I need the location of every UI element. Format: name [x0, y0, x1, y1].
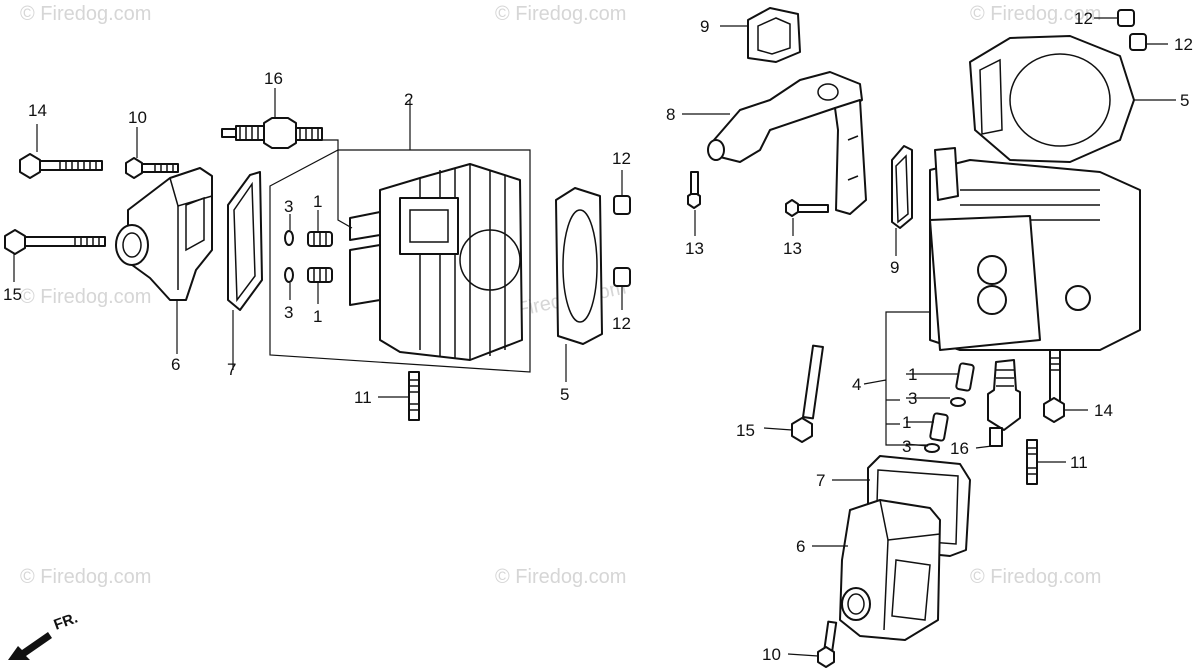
bolt-14-left-icon [19, 153, 103, 179]
callout-14: 14 [28, 101, 47, 120]
callout-13: 13 [783, 239, 802, 258]
callout-3: 3 [284, 197, 293, 216]
callout-16: 16 [950, 439, 969, 458]
callout-5: 5 [560, 385, 569, 404]
callout-9: 9 [890, 258, 899, 277]
front-label: FR. [52, 610, 81, 634]
cylinder-head-right-icon [929, 147, 1141, 351]
callout-12: 12 [1074, 9, 1093, 28]
callout-1: 1 [908, 365, 917, 384]
callout-1: 1 [313, 192, 322, 211]
callout-5: 5 [1180, 91, 1189, 110]
dowel-pins-left [284, 230, 333, 283]
head-cover-6-left-icon [115, 167, 213, 301]
watermark-text: © Firedog.com [20, 286, 151, 308]
callout-6: 6 [171, 355, 180, 374]
watermark-text: © Firedog.com [495, 566, 626, 588]
callout-12: 12 [1174, 35, 1193, 54]
callout-13: 13 [685, 239, 704, 258]
watermark-text: © Firedog.com [970, 566, 1101, 588]
bolt-10-right-icon [817, 620, 838, 668]
watermark-text: © Firedog.com [20, 3, 151, 25]
callout-7: 7 [816, 471, 825, 490]
callout-10: 10 [762, 645, 781, 664]
exhaust-pipe-8-icon [707, 71, 867, 215]
callout-3: 3 [284, 303, 293, 322]
callout-4: 4 [852, 375, 861, 394]
callout-11: 11 [354, 388, 372, 407]
watermark-text: © Firedog.com [20, 566, 151, 588]
callout-12: 12 [612, 149, 631, 168]
stud-11-right-icon [1026, 439, 1038, 485]
exhaust-assembly [687, 7, 1147, 668]
bolt-15-right-icon [791, 344, 824, 443]
cylinder-head-2-left-icon [349, 163, 523, 361]
cylinder-2-group-bracket [269, 149, 531, 373]
bolt-14-right-icon [1043, 349, 1065, 423]
gasket-5-right-icon [969, 35, 1135, 163]
watermark-text: © Firedog.com [970, 3, 1101, 25]
bolt-13-left-icon [687, 171, 701, 209]
callout-10: 10 [128, 108, 147, 127]
pins-12-right-icon [1117, 9, 1147, 51]
callout-1: 1 [902, 413, 911, 432]
gasket-7-left-icon [227, 171, 263, 311]
callout-16: 16 [264, 69, 283, 88]
dowel-pins-right [924, 362, 975, 453]
spark-plug-16-right-icon [987, 359, 1021, 447]
callout-8: 8 [666, 105, 675, 124]
head-cover-6-right-icon [839, 499, 941, 641]
callout-3: 3 [902, 437, 911, 456]
callout-6: 6 [796, 537, 805, 556]
callout-14: 14 [1094, 401, 1113, 420]
callout-11: 11 [1070, 453, 1088, 472]
callout-15: 15 [736, 421, 755, 440]
stud-11-left-icon [408, 371, 420, 421]
dowel-group-4-bracket [863, 311, 930, 446]
callout-12: 12 [612, 314, 631, 333]
callout-15: 15 [3, 285, 22, 304]
bolt-10-left-icon [125, 157, 179, 179]
watermark-text: © Firedog.com [495, 3, 626, 25]
pins-12-left-icon [613, 195, 631, 287]
gasket-5-left-icon [555, 187, 603, 345]
left-cylinder-assembly [4, 117, 631, 421]
bolt-15-left-icon [4, 229, 106, 255]
bolt-13-right-icon [785, 199, 829, 217]
front-arrow-icon [8, 632, 52, 660]
callout-3: 3 [908, 389, 917, 408]
spark-plug-16-left-icon [221, 117, 323, 149]
callout-7: 7 [227, 360, 236, 379]
callout-1: 1 [313, 307, 322, 326]
callout-labels: 14 10 16 2 15 6 7 3 1 3 1 11 12 12 5 9 8… [3, 9, 1193, 664]
callout-2: 2 [404, 90, 413, 109]
gasket-9-top-icon [747, 7, 801, 63]
gasket-9-side-icon [891, 145, 913, 229]
front-direction-marker: FR. [8, 610, 80, 660]
leader-lines [13, 17, 1176, 657]
callout-9: 9 [700, 17, 709, 36]
